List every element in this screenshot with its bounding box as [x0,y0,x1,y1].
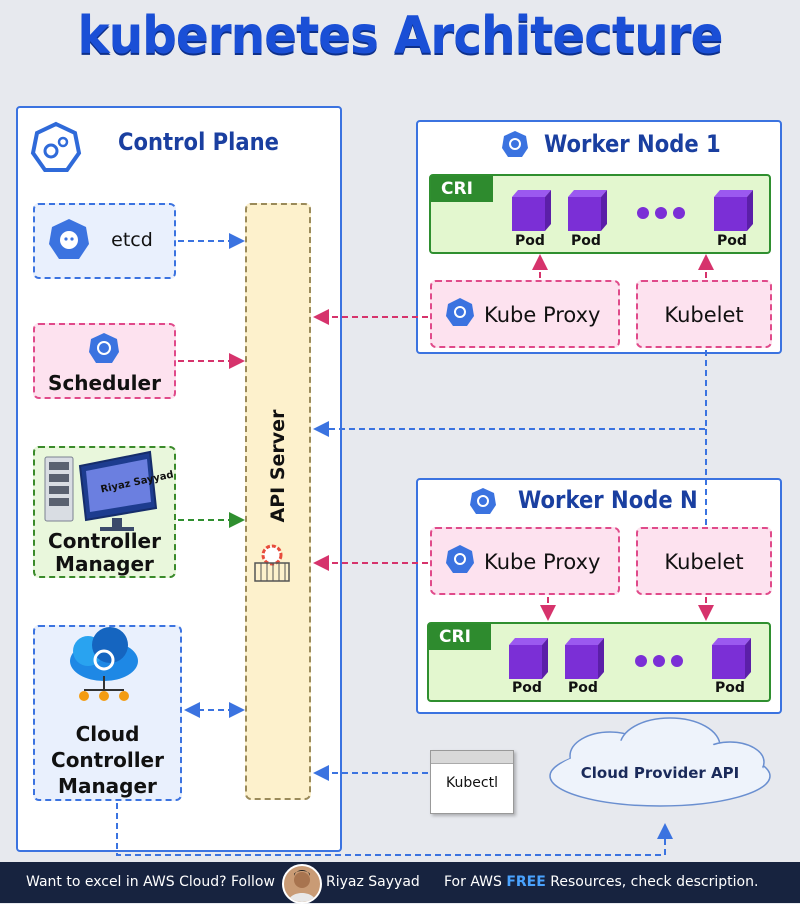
pod-icon [712,638,751,679]
worker-node-n-heading: Worker Node N [518,486,698,514]
controller-manager-label: Controller Manager [48,529,161,576]
kubelet-n-box[interactable] [636,527,772,595]
kube-proxy-1-label: Kube Proxy [484,303,601,327]
cloud-gear-icon [70,627,138,701]
kubectl-label: Kubectl [446,775,498,791]
pod-label: Pod [568,680,598,696]
cri-n-label: CRI [429,624,491,650]
cloud-provider-arrow [116,803,673,856]
pod-label: Pod [512,680,542,696]
footer-free-highlight: FREE [506,874,546,890]
pod-label: Pod [515,233,545,249]
kubelet-n-label: Kubelet [664,550,744,574]
control-plane-heading: Control Plane [118,128,279,156]
etcd-icon [49,219,89,259]
pod-label: Pod [571,233,601,249]
ellipsis-icon [637,207,685,219]
pod-icon [565,638,604,679]
scheduler-label: Scheduler [48,371,161,395]
worker-node-1-heading: Worker Node 1 [544,130,721,158]
cloud-provider-api-label: Cloud Provider API [580,764,740,782]
pod-icon [512,190,551,231]
pod-label: Pod [715,680,745,696]
pod-icon [509,638,548,679]
kubelet-1-label: Kubelet [664,303,744,327]
kube-proxy-icon [446,545,474,573]
kube-proxy-icon [446,298,474,326]
api-gate-icon [254,544,290,582]
server-monitor-icon [44,450,158,531]
kubelet-1-box[interactable] [636,280,772,348]
etcd-label: etcd [111,229,153,251]
cri-1-label: CRI [431,176,493,202]
footer-author-name[interactable]: Riyaz Sayyad [326,874,420,890]
pod-label: Pod [717,233,747,249]
pod-icon [568,190,607,231]
scheduler-icon [89,333,119,363]
page-title: kubernetes Architecture [77,6,724,66]
ellipsis-icon [635,655,683,667]
pod-icon [714,190,753,231]
api-server-box[interactable] [245,203,311,800]
avatar [282,864,322,904]
worker-node-1-icon [502,131,528,157]
footer-right-suffix: Resources, check description. [545,874,759,890]
worker-node-n-icon [470,488,496,514]
window-titlebar [431,751,513,764]
cloud-controller-manager-label: Cloud Controller Manager [51,722,164,798]
footer-left-text: Want to excel in AWS Cloud? Follow [26,874,275,890]
kubelet-api-arrow [313,350,707,437]
footer-right-prefix: For AWS [444,874,507,890]
control-plane-icon [30,121,82,172]
kubectl-window[interactable]: Kubectl [430,750,514,814]
kube-proxy-n-label: Kube Proxy [484,550,601,574]
footer-bar: Want to excel in AWS Cloud? Follow Riyaz… [0,862,800,904]
